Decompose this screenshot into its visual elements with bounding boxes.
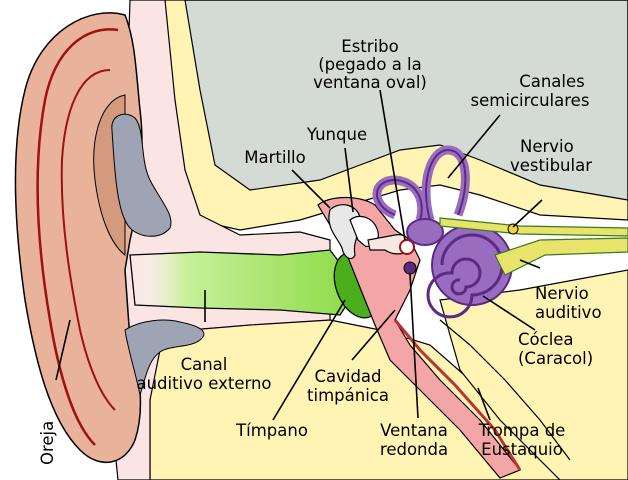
label-nervio-auditivo-line2: auditivo <box>535 303 602 322</box>
label-canal-auditivo-line1: Canal <box>181 355 228 374</box>
label-canal-auditivo-line2: auditivo externo <box>136 374 271 393</box>
auditory-nerve <box>494 237 628 276</box>
round-window <box>403 261 417 275</box>
label-canal-auditivo: Canal auditivo externo <box>136 355 271 393</box>
label-cavidad: Cavidad timpánica <box>307 367 389 405</box>
label-nervio-vestibular-line2: vestibular <box>510 156 592 175</box>
label-ventana-redonda-line2: redonda <box>380 440 448 459</box>
label-trompa: Trompa de Eustaquio <box>478 421 566 459</box>
label-ventana-redonda-line1: Ventana <box>380 421 448 440</box>
label-cavidad-line1: Cavidad <box>314 367 381 386</box>
label-canales: Canales semicirculares <box>471 72 590 110</box>
eustachian-tube-inner <box>393 319 522 471</box>
oval-window <box>399 239 415 255</box>
label-coclea-line2: (Caracol) <box>518 349 593 368</box>
vestibular-nerve <box>439 217 628 237</box>
label-nervio-vestibular: Nervio vestibular <box>510 137 592 175</box>
label-trompa-line2: Eustaquio <box>481 440 563 459</box>
label-coclea-line1: Cóclea <box>518 330 574 349</box>
cochlea <box>426 224 513 319</box>
label-coclea: Cóclea (Caracol) <box>518 330 593 368</box>
pinna-helix-rim <box>36 28 119 446</box>
external-auditory-canal <box>129 249 351 316</box>
label-estribo-line1: Estribo <box>341 37 398 56</box>
pinna-inner-fold <box>60 69 116 411</box>
cartilage-lower <box>124 319 205 397</box>
label-martillo: Martillo <box>244 148 305 167</box>
cartilage-upper <box>111 113 172 237</box>
vestibular-ganglion <box>507 223 519 235</box>
label-ventana-redonda: Ventana redonda <box>380 421 448 459</box>
bone-layer-lower-right <box>439 269 628 480</box>
label-yunque: Yunque <box>306 125 367 144</box>
label-estribo: Estribo (pegado a la ventana oval) <box>313 37 427 92</box>
label-nervio-vestibular-line1: Nervio <box>520 137 574 156</box>
eustachian-tube-wall <box>439 319 571 461</box>
label-cavidad-line2: timpánica <box>307 386 389 405</box>
label-timpano: Tímpano <box>235 421 308 440</box>
label-nervio-auditivo: Nervio auditivo <box>535 284 602 322</box>
tympanic-cavity <box>317 196 521 479</box>
label-estribo-line2: (pegado a la <box>318 55 422 74</box>
label-oreja: Oreja <box>38 421 57 465</box>
label-canales-line1: Canales <box>519 72 585 91</box>
label-nervio-auditivo-line1: Nervio <box>535 284 589 303</box>
label-estribo-line3: ventana oval) <box>313 73 427 92</box>
leader-lines <box>55 89 543 421</box>
label-trompa-line1: Trompa de <box>478 421 566 440</box>
vestibule <box>406 218 444 246</box>
label-canales-line2: semicirculares <box>471 91 590 110</box>
